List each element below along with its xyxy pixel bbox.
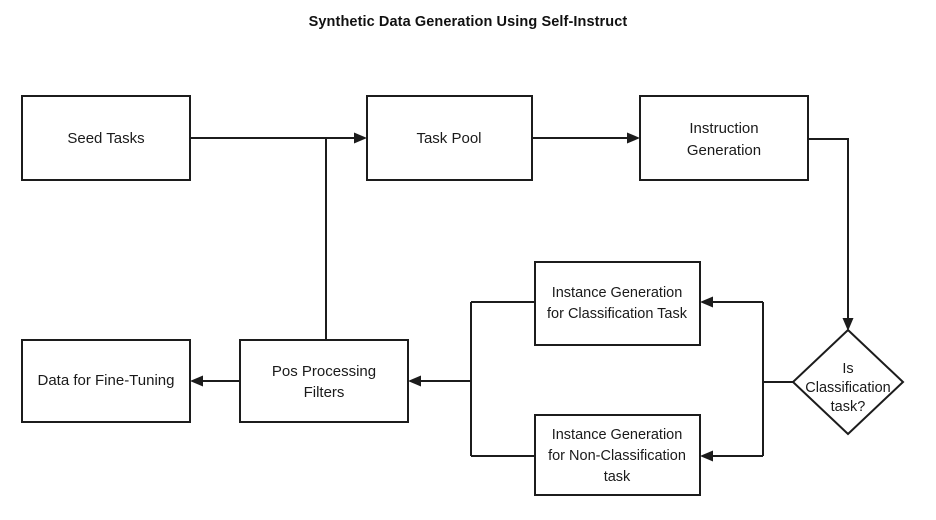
edge-decision-to-instance-non-classification — [700, 450, 763, 462]
node-label-instance-non-classification-line1: Instance Generation — [552, 427, 683, 443]
page-title: Synthetic Data Generation Using Self-Ins… — [308, 14, 628, 30]
node-label-instance-classification-line1: Instance Generation — [552, 285, 683, 301]
edge-decision-to-instance-classification — [700, 296, 763, 308]
node-label-task-pool: Task Pool — [416, 130, 481, 147]
node-seed-tasks[interactable]: Seed Tasks — [21, 95, 191, 181]
edge-pos-processing-to-data-fine-tuning — [190, 375, 240, 387]
arrow-head-icon — [700, 296, 713, 308]
edge-decision-branch-split — [762, 302, 793, 456]
arrow-head-icon — [190, 375, 203, 387]
edge-seed-tasks-to-task-pool — [190, 132, 367, 144]
edge-instruction-generation-to-decision — [808, 138, 854, 331]
node-data-for-fine-tuning[interactable]: Data for Fine-Tuning — [21, 339, 191, 423]
node-label-instance-classification-line2: for Classification Task — [547, 306, 688, 322]
node-instance-generation-non-classification[interactable]: Instance Generation for Non-Classificati… — [534, 414, 701, 496]
node-instance-generation-classification[interactable]: Instance Generation for Classification T… — [534, 261, 701, 346]
node-label-decision-line3: task? — [831, 399, 866, 415]
arrow-head-icon — [700, 450, 713, 462]
arrow-head-icon — [627, 132, 640, 144]
node-label-decision-line2: Classification — [805, 380, 890, 396]
edge-task-pool-to-instruction-generation — [532, 132, 640, 144]
node-label-instance-non-classification-line2: for Non-Classification — [548, 448, 686, 464]
node-label-data-fine-tuning: Data for Fine-Tuning — [37, 372, 174, 389]
arrow-head-icon — [842, 318, 854, 331]
node-pos-processing-filters[interactable]: Pos Processing Filters — [239, 339, 409, 423]
node-label-instruction-generation-line1: Instruction — [689, 120, 758, 137]
node-label-instruction-generation-line2: Generation — [687, 142, 761, 159]
node-label-pos-processing-line2: Filters — [304, 384, 345, 401]
node-is-classification-decision[interactable]: Is Classification task? — [791, 328, 905, 436]
node-instruction-generation[interactable]: Instruction Generation — [639, 95, 809, 181]
arrow-head-icon — [408, 375, 421, 387]
node-label-seed-tasks: Seed Tasks — [67, 130, 144, 147]
arrow-head-icon — [354, 132, 367, 144]
edge-instances-to-pos-processing-filters — [408, 301, 535, 457]
node-label-decision-line1: Is — [842, 361, 853, 377]
node-task-pool[interactable]: Task Pool — [366, 95, 533, 181]
node-label-instance-non-classification-line3: task — [604, 469, 631, 485]
node-label-pos-processing-line1: Pos Processing — [272, 363, 376, 380]
